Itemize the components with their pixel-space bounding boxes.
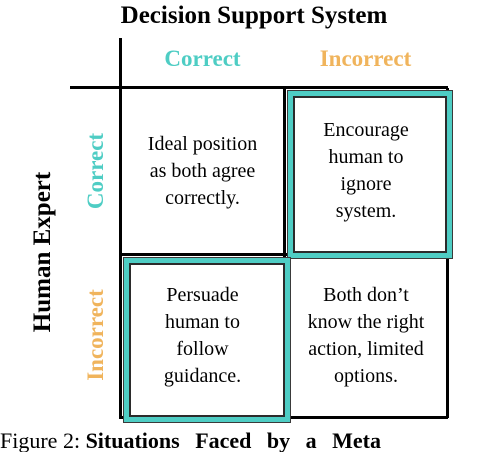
row-header-incorrect-text: Incorrect — [83, 289, 108, 381]
row-header-incorrect: Incorrect — [78, 254, 114, 416]
cell-line: guidance. — [163, 365, 242, 387]
cell-line: system. — [335, 200, 397, 222]
grid-line-left — [119, 38, 122, 419]
row-axis-title: Human Expert — [28, 87, 58, 417]
cell-line: Ideal position — [147, 132, 258, 155]
highlight-frame-incorrect-correct — [124, 258, 290, 422]
caption-label: Figure 2: — [0, 428, 81, 452]
cell-line: Persuade — [166, 284, 239, 306]
cell-correct-incorrect: Encourage human to ignore system. — [286, 89, 446, 253]
cell-text: Both don’t know the right action, limite… — [308, 282, 425, 390]
cell-correct-correct: Ideal position as both agree correctly. — [122, 89, 283, 253]
column-header-incorrect: Incorrect — [319, 46, 412, 71]
cell-line: know the right — [307, 311, 425, 333]
cell-incorrect-incorrect: Both don’t know the right action, limite… — [286, 256, 446, 416]
cell-line: options. — [334, 365, 398, 387]
row-header-correct-text: Correct — [83, 132, 108, 210]
cell-line: Encourage — [323, 119, 409, 141]
cell-text: Encourage human to ignore system. — [323, 117, 409, 225]
row-header-correct: Correct — [78, 88, 114, 254]
cell-line: correctly. — [165, 186, 240, 209]
row-axis-title-text: Human Expert — [29, 171, 56, 333]
cell-line: follow — [176, 338, 229, 360]
cell-line: human to — [165, 311, 240, 333]
cell-line: human to — [328, 146, 404, 168]
figure-caption: Figure 2: Situations Faced by a Meta — [0, 428, 480, 452]
caption-text: Situations Faced by a Meta — [85, 428, 382, 452]
cell-incorrect-correct: Persuade human to follow guidance. — [122, 256, 283, 416]
grid-line-top — [70, 86, 448, 89]
highlight-frame-correct-incorrect — [288, 91, 452, 258]
cell-text: Ideal position as both agree correctly. — [148, 131, 257, 212]
column-header-correct: Correct — [164, 46, 241, 71]
cell-line: Both don’t — [323, 284, 409, 306]
cell-line: action, limited — [308, 338, 424, 360]
cell-text: Persuade human to follow guidance. — [164, 282, 241, 390]
grid-line-middle-horizontal — [120, 253, 448, 256]
cell-line: ignore — [340, 173, 392, 195]
diagram-title: Decision Support System — [120, 2, 388, 29]
cell-line: as both agree — [149, 159, 256, 182]
